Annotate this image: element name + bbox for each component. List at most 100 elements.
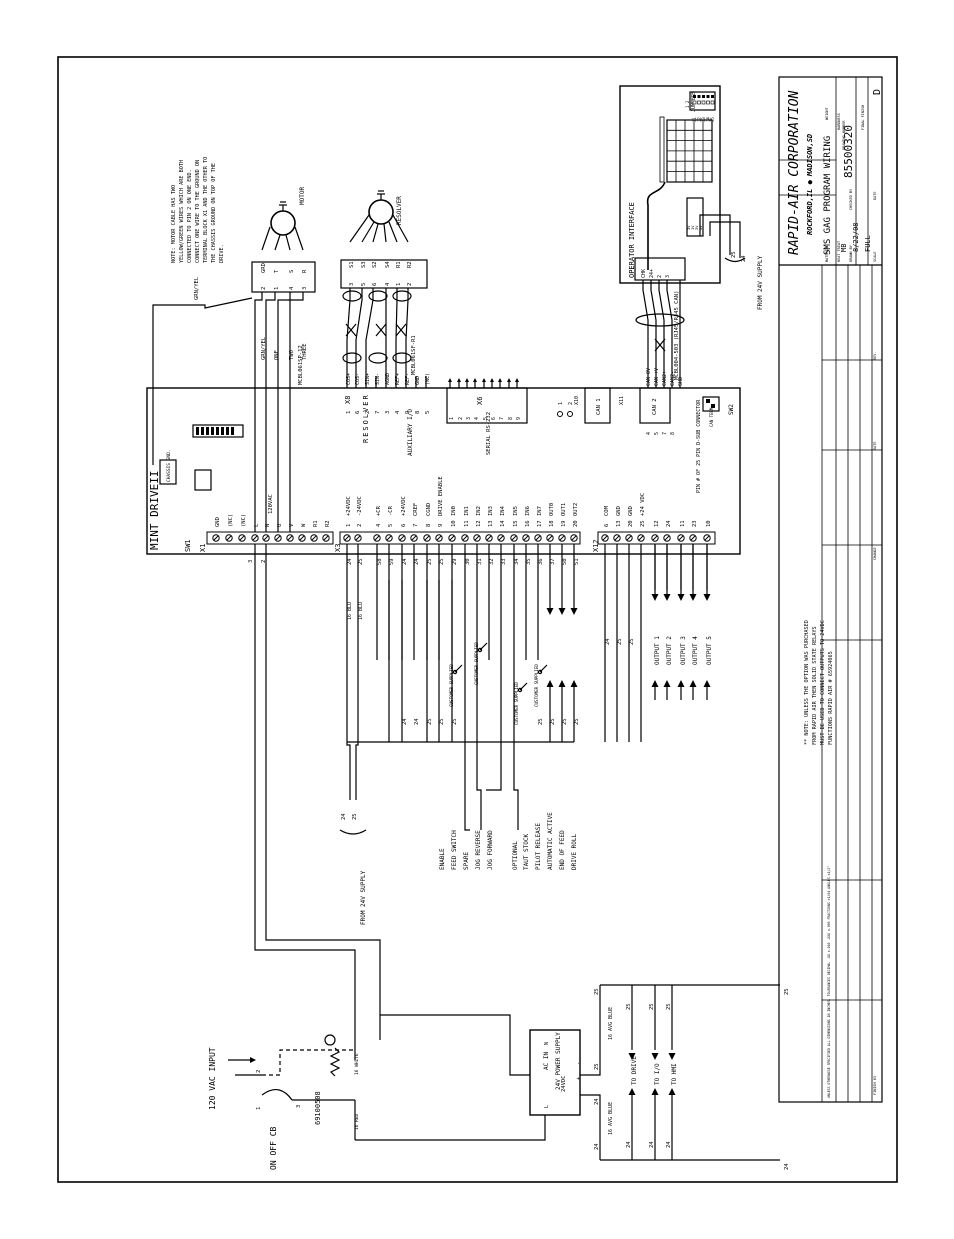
- x11-pin-label: CAN 0V: [646, 368, 652, 386]
- aux-wire-num: 35: [526, 558, 532, 565]
- destination-label: TO I/O: [654, 1063, 661, 1085]
- can2-port: [639, 387, 671, 424]
- ac-input-label: 120 VAC INPUT: [208, 1047, 217, 1110]
- x1-pin-label: GND: [215, 517, 221, 527]
- mains-wire-num: 3: [248, 560, 254, 563]
- hmi-cable-label: MCBL004-503 (RJ45/RJ45 CAN): [674, 291, 680, 380]
- aux-io-label: AUXILIARY I/O: [407, 409, 414, 456]
- x3-pin-num: 14: [500, 520, 506, 527]
- hmi-title: OPERATOR INTERFACE: [628, 202, 636, 278]
- cb-num: 3: [296, 1105, 302, 1108]
- bus-wire-num: 25: [562, 718, 568, 725]
- x3-pin-num: 19: [561, 520, 567, 527]
- x3-pin-label: IN7: [537, 506, 543, 516]
- input-label: JOG FORWARD: [487, 830, 494, 870]
- bus-num: 24: [626, 1141, 632, 1148]
- bus-num: 25: [649, 1003, 655, 1010]
- arrow-down-icon: [663, 594, 671, 601]
- customer-supplied-label: CUSTOMER SUPPLIED: [449, 664, 454, 707]
- x3-pin-num: 20: [573, 520, 579, 527]
- x6-pin-num: 6: [491, 417, 497, 420]
- x12-pin-num: 25: [640, 520, 646, 527]
- destination-label: TO HMI: [671, 1063, 678, 1085]
- input-label: SPARE: [463, 852, 470, 870]
- x3-terminals: 1+24VDC2-24VDC4+CR5-CR6+24VDC7CREF8CGND9…: [339, 476, 581, 545]
- arrow-down-icon: [628, 1053, 636, 1060]
- input-label: JOG REVERSE: [475, 830, 482, 870]
- aux-wire-num: 25: [358, 558, 364, 565]
- resolver-pin-label: S2: [372, 261, 378, 268]
- arrow-up-icon: [628, 1088, 636, 1095]
- bus-wire-num: 24: [402, 718, 408, 725]
- x3-pin-label: CREF: [413, 503, 419, 516]
- bus-num: 24: [666, 1141, 672, 1148]
- twisted-pair-shield: [392, 352, 412, 364]
- motor-pin-num: 4: [289, 286, 295, 290]
- can1-port: [584, 387, 611, 424]
- x3-pin-num: 5: [388, 524, 394, 527]
- x11-pin-label: CAN2-: [670, 371, 676, 386]
- resolver-symbol: [368, 199, 394, 225]
- output-label: OUTPUT 4: [692, 636, 699, 665]
- x11-pin-label: CAN +V: [654, 368, 660, 386]
- x8-pin-label: REF-: [405, 373, 411, 385]
- blu-label: 16 BLU: [347, 602, 353, 620]
- page-border: [57, 56, 898, 1183]
- x12-label: X12: [592, 539, 600, 552]
- blue-bot-label: 16 AVG BLUE: [608, 1102, 614, 1135]
- x11-pin-num: 8: [670, 432, 676, 435]
- x3-pin-num: 16: [525, 520, 531, 527]
- psu-term: +: [576, 1077, 582, 1080]
- aux-wire-num: 32: [489, 558, 495, 565]
- motor-pin-num: 2: [261, 287, 267, 290]
- input-label: TAUT STOCK: [523, 833, 530, 870]
- aux-wire-num: 24: [414, 558, 420, 565]
- x3-pin-label: +24VDC: [346, 496, 352, 516]
- psu-out-num: 25: [594, 1063, 600, 1070]
- svg-text:WEIGHT: WEIGHT: [825, 106, 829, 120]
- relays-note: ** NOTE: UNLESS THE OPTION WAS PURCHASED…: [804, 620, 834, 745]
- destination-label: TO DRIVE: [631, 1056, 638, 1085]
- x3-pin-label: IN6: [525, 506, 531, 516]
- x6-pin-num: 3: [466, 417, 472, 420]
- x8-label: X8: [344, 396, 352, 404]
- input-label: DRIVE ROLL: [571, 833, 578, 870]
- x8-pin-label: REF+: [395, 373, 401, 385]
- x8-pin-label: COS-: [355, 373, 361, 385]
- aux-wire-num: 59: [389, 558, 395, 565]
- arrow-down-icon: [651, 1053, 659, 1060]
- sw1-dip-switch: [192, 424, 244, 438]
- hmi-pin-label: CHK: [641, 269, 647, 278]
- aux-supply-label: FROM 24V SUPPLY: [360, 870, 367, 925]
- x10-label: X10: [574, 396, 580, 405]
- x8-pin-label: GND: [415, 376, 421, 385]
- x3-pin-label: IN0: [451, 506, 457, 516]
- motor-connector: [251, 261, 316, 293]
- x8-pin-num: 1: [346, 411, 352, 414]
- resolver-pin-num: 3: [349, 283, 355, 286]
- arrow-up-icon: [546, 680, 554, 687]
- x3-pin-num: 1: [346, 524, 352, 527]
- svg-text:DRAWN BY: DRAWN BY: [849, 244, 853, 262]
- x3-pin-num: 15: [513, 520, 519, 527]
- x8-pin-label: SIN-: [375, 373, 381, 385]
- input-label: ENABLE: [439, 848, 446, 870]
- resolver-title: RESOLVER: [396, 196, 403, 225]
- scale-value: FULL: [864, 235, 872, 252]
- x12-pin-num: 24: [666, 520, 672, 527]
- x3-pin-label: IN3: [488, 506, 494, 516]
- grn-yel-wire: [152, 297, 253, 465]
- resolver-cable-label: MCBL061SF-R1: [411, 335, 417, 375]
- dip-label: 1V: [690, 225, 695, 230]
- svg-text:DATE: DATE: [873, 192, 877, 200]
- input-label: AUTOMATIC ACTIVE: [547, 812, 554, 870]
- wire-white-label: 16 WHITE: [354, 1053, 360, 1075]
- jumper-row-label: J4: [706, 117, 711, 122]
- aux-wire-num: 58: [377, 558, 383, 565]
- pin-note: PIN # OF 25 PIN D-SUB CONNECTOR: [696, 399, 702, 493]
